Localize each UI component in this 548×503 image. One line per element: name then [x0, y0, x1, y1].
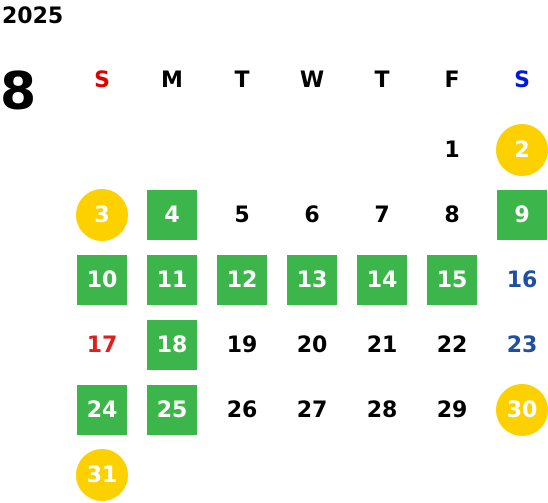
day-11[interactable]: 11	[147, 255, 197, 305]
day-26[interactable]: 26	[226, 397, 258, 423]
day-31[interactable]: 31	[76, 449, 128, 501]
weekday-thursday: T	[374, 68, 390, 93]
year-label: 2025	[2, 4, 64, 29]
day-2[interactable]: 2	[496, 124, 548, 176]
day-3[interactable]: 3	[76, 189, 128, 241]
day-21[interactable]: 21	[366, 332, 398, 358]
day-30[interactable]: 30	[496, 384, 548, 436]
day-5[interactable]: 5	[234, 202, 250, 228]
day-22[interactable]: 22	[436, 332, 468, 358]
day-19[interactable]: 19	[226, 332, 258, 358]
day-17[interactable]: 17	[86, 332, 118, 358]
day-13[interactable]: 13	[287, 255, 337, 305]
day-12[interactable]: 12	[217, 255, 267, 305]
day-16[interactable]: 16	[506, 267, 538, 293]
day-28[interactable]: 28	[366, 397, 398, 423]
weekday-monday: M	[161, 68, 183, 93]
weekday-wednesday: W	[299, 68, 325, 93]
day-8[interactable]: 8	[444, 202, 460, 228]
weekday-friday: F	[444, 68, 460, 93]
day-25[interactable]: 25	[147, 385, 197, 435]
day-29[interactable]: 29	[436, 397, 468, 423]
day-4[interactable]: 4	[147, 190, 197, 240]
weekday-saturday: S	[514, 68, 530, 93]
month-number: 8	[0, 62, 37, 122]
day-18[interactable]: 18	[147, 320, 197, 370]
day-10[interactable]: 10	[77, 255, 127, 305]
day-23[interactable]: 23	[506, 332, 538, 358]
day-1[interactable]: 1	[444, 137, 460, 163]
day-9[interactable]: 9	[497, 190, 547, 240]
day-15[interactable]: 15	[427, 255, 477, 305]
day-7[interactable]: 7	[374, 202, 390, 228]
day-24[interactable]: 24	[77, 385, 127, 435]
weekday-tuesday: T	[234, 68, 250, 93]
day-27[interactable]: 27	[296, 397, 328, 423]
day-20[interactable]: 20	[296, 332, 328, 358]
day-6[interactable]: 6	[304, 202, 320, 228]
day-14[interactable]: 14	[357, 255, 407, 305]
weekday-sunday: S	[94, 68, 110, 93]
